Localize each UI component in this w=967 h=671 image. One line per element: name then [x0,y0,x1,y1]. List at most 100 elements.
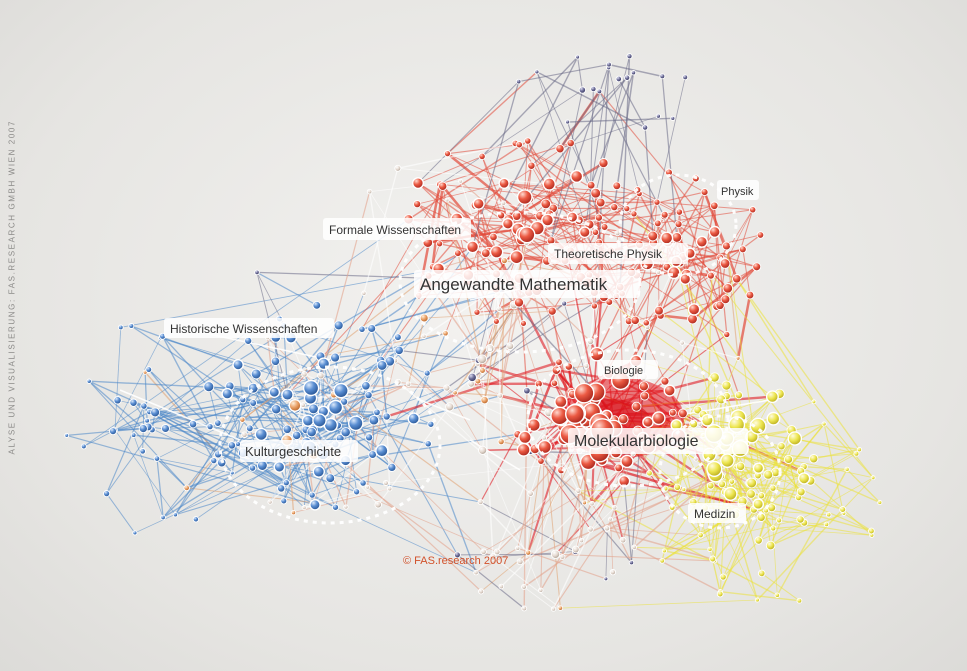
network-edge [555,553,715,562]
network-node [550,379,559,387]
network-node [719,573,727,581]
network-node [333,320,344,331]
network-node [654,305,664,316]
network-edge [778,459,789,521]
network-node [239,416,246,423]
network-node [454,249,462,258]
network-edge [114,429,176,515]
network-node [589,500,595,507]
network-node [630,315,640,326]
network-node [728,478,736,485]
network-node [249,399,258,407]
network-node [113,396,122,405]
network-node [419,313,429,323]
network-edge [417,81,520,184]
network-node [244,336,253,345]
network-node [575,54,581,60]
network-node [267,499,273,505]
network-node [670,115,676,121]
network-edge [657,209,753,224]
network-node [206,423,214,431]
network-node [364,391,373,400]
network-edge [522,191,705,235]
network-edge [622,446,650,541]
network-edge [417,182,494,238]
network-edge [758,522,805,542]
network-node [248,464,257,472]
network-node [557,605,564,611]
network-node [777,442,786,451]
network-edge [608,67,640,194]
network-node [347,415,364,432]
network-node [774,592,781,598]
ring-physik [618,173,738,277]
network-node [521,583,527,590]
network-node [496,306,502,312]
network-edge [691,265,758,321]
network-node [679,273,692,285]
cluster-labels: Formale Wissenschaften Physik Theoretisc… [164,180,759,523]
network-node [661,548,667,554]
svg-text:Angewandte Mathematik: Angewandte Mathematik [420,275,608,294]
network-node [678,408,688,419]
network-edge [565,249,587,366]
network-edge [638,201,658,245]
network-edge [249,427,288,430]
network-node [797,472,811,485]
network-node [394,164,402,172]
network-node [752,262,762,272]
network-edge [719,460,728,595]
network-node [516,442,531,457]
network-node [129,398,138,407]
network-edge [618,78,646,128]
network-node [150,407,161,418]
network-edge [446,387,483,451]
network-edge [518,64,610,83]
network-edge [385,460,588,484]
network-edge [174,399,244,516]
network-node [673,483,682,491]
network-node [565,119,571,125]
network-node [668,408,677,417]
network-node [615,75,623,83]
network-edge [455,392,501,397]
network-node [796,515,805,524]
network-node [245,424,254,433]
network-edge [658,272,660,311]
svg-text:Historische Wissenschaften: Historische Wissenschaften [170,322,317,336]
label-medizin: Medizin [688,503,746,523]
network-edge [596,322,647,355]
network-node [586,180,596,190]
network-node [554,395,568,409]
network-node [312,300,322,310]
network-edge [561,460,589,558]
network-node [271,404,282,415]
network-node [139,448,146,455]
network-node [480,395,489,405]
network-node [638,381,649,392]
network-node [765,540,776,551]
network-node [870,475,876,481]
network-node [282,479,290,487]
network-node [620,454,634,469]
network-node [132,530,138,536]
network-edge [523,383,541,438]
network-edge [559,90,600,150]
network-edge [130,325,288,430]
network-edge [469,439,521,471]
network-edge [482,450,542,591]
network-node [631,401,642,412]
network-node [590,85,597,93]
network-node [308,403,319,415]
network-node [301,505,307,511]
network-node [763,469,774,480]
network-node [653,198,661,206]
network-node [723,330,731,339]
network-edge [595,56,630,194]
network-edge [664,334,728,382]
network-node [210,457,218,465]
network-edge [578,189,638,221]
network-node [407,412,420,425]
network-node [302,379,320,397]
network-node [493,548,501,556]
